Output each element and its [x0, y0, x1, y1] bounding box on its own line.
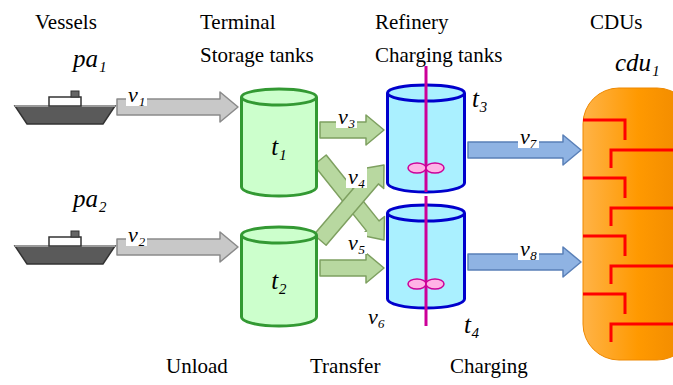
tank-body [242, 235, 317, 326]
cdu-tray [611, 208, 673, 226]
node-label: pa₁ [73, 46, 107, 71]
column-heading: Terminal Storage tanks [200, 6, 340, 71]
cdu-tray [611, 150, 673, 168]
cdu-tray [611, 266, 673, 284]
flow-label: v₁ [126, 84, 147, 106]
cdu-unit: cdu₁ [583, 88, 673, 360]
tank-top [242, 227, 317, 243]
agitator-shaft [425, 170, 428, 192]
cdu-column [583, 88, 673, 360]
tank: t₂ [240, 226, 318, 326]
flow-label: v₅ [346, 232, 367, 254]
flow-label: v₂ [126, 224, 147, 246]
flow-label: v₃ [336, 106, 357, 128]
ship-cabin [49, 237, 81, 246]
node-shape [583, 88, 673, 360]
ship-hull [15, 106, 115, 124]
node-label: cdu₁ [615, 50, 660, 75]
column-heading: Charging [450, 350, 550, 383]
node-shape [15, 232, 115, 264]
flow-label: v₈ [518, 238, 539, 260]
flow-label: v₄ [346, 166, 367, 188]
vessel: pa₁ [15, 92, 115, 124]
agitator-blade [408, 279, 426, 289]
tank: t₃ [386, 84, 466, 192]
cdu-tray [583, 236, 625, 256]
node-shape [15, 92, 115, 124]
node-label: pa₂ [73, 186, 107, 211]
flow-arrow [320, 253, 384, 283]
column-heading: Unload [166, 350, 256, 383]
node-shape [386, 84, 466, 192]
vessel: pa₂ [15, 232, 115, 264]
agitator-blade [426, 279, 444, 289]
tank-top [242, 89, 317, 105]
tank-body [242, 97, 317, 196]
agitator-blade [426, 163, 444, 173]
node-label: t₁ [271, 134, 287, 159]
node-shape [386, 204, 466, 308]
agitator-shaft [425, 66, 428, 170]
flow-label: v₆ [366, 306, 387, 328]
agitator-shaft [425, 286, 428, 326]
column-heading: CDUs [590, 6, 670, 39]
agitator-blade [408, 163, 426, 173]
agitator-shaft [425, 196, 428, 286]
ship-bridge [71, 91, 79, 97]
cdu-tray [583, 120, 625, 140]
tank: t₁ [240, 88, 318, 196]
node-label: t₃ [472, 86, 488, 111]
node-label: t₄ [464, 312, 480, 337]
tank: t₄ [386, 204, 466, 308]
flow-label: v₇ [518, 126, 539, 148]
cdu-tray [611, 324, 673, 342]
ship-hull [15, 246, 115, 264]
column-heading: Transfer [310, 350, 400, 383]
cdu-tray [583, 294, 625, 314]
ship-cabin [49, 97, 81, 106]
node-label: t₂ [271, 268, 287, 293]
column-heading: Refinery Charging tanks [375, 6, 523, 71]
ship-bridge [71, 231, 79, 237]
cdu-tray [583, 178, 625, 198]
column-heading: Vessels [35, 6, 155, 39]
